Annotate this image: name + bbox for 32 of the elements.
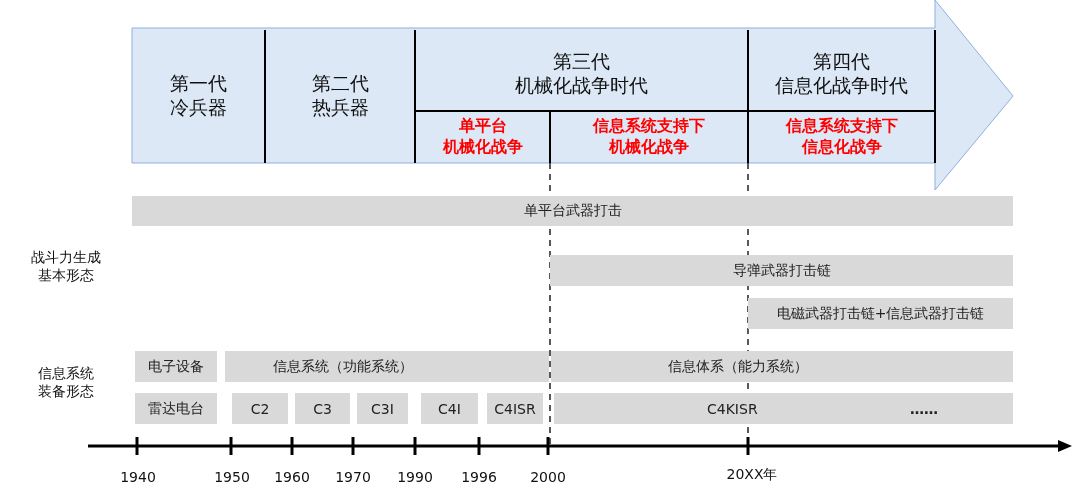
year-label: 1996 [460,468,498,487]
year-label: 1940 [119,468,157,487]
year-label: 1970 [334,468,372,487]
era-heading: 第四代信息化战争时代 [775,50,908,98]
timeline-bar: 导弹武器打击链 [550,255,1013,286]
timeline-bar: 单平台武器打击 [132,196,1013,226]
timeline-bar: 电子设备 [135,351,217,382]
year-label: 20XX年 [725,465,779,484]
era-heading: 第三代机械化战争时代 [515,50,648,98]
row-label: 信息系统装备形态 [37,364,95,401]
bar-label: C4KISR [707,400,758,417]
row-label: 战斗力生成基本形态 [30,248,102,285]
timeline-bar: C3 [295,393,350,424]
timeline-bar: 信息系统（功能系统） [225,351,549,382]
timeline-bar: 雷达电台 [135,393,217,424]
stage-label: 单平台机械化战争 [442,116,523,158]
timeline-bar: 电磁武器打击链+信息武器打击链 [748,298,1013,329]
era-heading: 第一代冷兵器 [170,71,227,120]
timeline-bar: C2 [232,393,288,424]
stage-label: 信息系统支持下信息化战争 [785,116,898,158]
timeline-bar: C4ISR [487,393,543,424]
year-label: 1960 [273,468,311,487]
year-label: 1990 [396,468,434,487]
timeline-bar: C3I [357,393,408,424]
ellipsis: …… [910,400,938,417]
era-heading: 第二代热兵器 [311,71,369,120]
year-label: 2000 [529,468,567,487]
timeline-bar [554,393,1013,424]
year-label: 1950 [213,468,251,487]
timeline-bar: C4I [421,393,478,424]
timeline-bar: 信息体系（能力系统） [551,351,1013,382]
stage-label: 信息系统支持下机械化战争 [593,116,705,158]
